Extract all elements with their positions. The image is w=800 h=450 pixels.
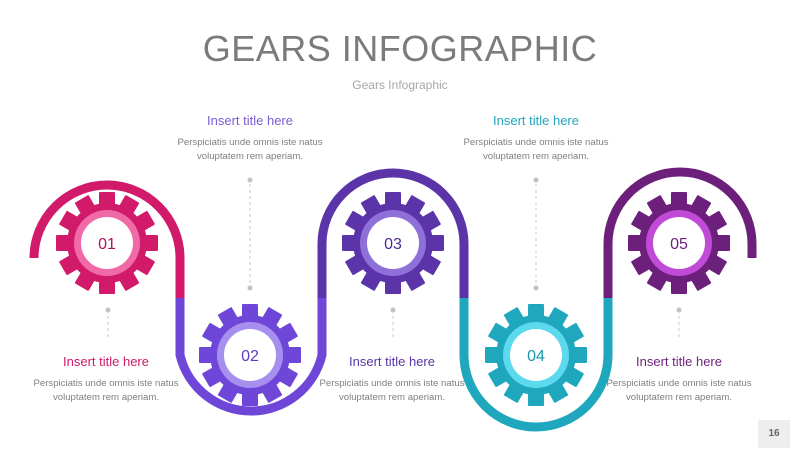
gear-icon: 02: [199, 304, 301, 406]
wave-segment-4: [459, 298, 613, 432]
slide-title: GEARS INFOGRAPHIC: [202, 28, 598, 69]
gear-icon: 05: [628, 192, 730, 294]
step-number: 05: [670, 236, 688, 253]
gear-icon: 03: [342, 192, 444, 294]
step-2-block: Insert title here Perspiciatis unde omni…: [175, 113, 325, 163]
step-text: Perspiciatis unde omnis iste natus volup…: [463, 137, 609, 162]
page-number: 16: [758, 420, 790, 448]
step-text: Perspiciatis unde omnis iste natus volup…: [177, 137, 323, 162]
wave-segment-1: [29, 180, 185, 298]
step-title: Insert title here: [349, 354, 435, 369]
gear-icon: 01: [56, 192, 158, 294]
step-text: Perspiciatis unde omnis iste natus volup…: [606, 378, 752, 403]
wave-segment-2: [175, 298, 327, 416]
wave-segment-3: [317, 168, 469, 298]
step-title: Insert title here: [207, 113, 293, 128]
step-number: 01: [98, 236, 116, 253]
step-number: 04: [527, 348, 545, 365]
step-title: Insert title here: [63, 354, 149, 369]
step-text: Perspiciatis unde omnis iste natus volup…: [319, 378, 465, 403]
step-text: Perspiciatis unde omnis iste natus volup…: [33, 378, 179, 403]
step-3-block: Insert title here Perspiciatis unde omni…: [317, 354, 467, 404]
step-1-block: Insert title here Perspiciatis unde omni…: [31, 354, 181, 404]
step-number: 03: [384, 236, 402, 253]
gear-icon: 04: [485, 304, 587, 406]
slide-subtitle: Gears Infographic: [352, 78, 448, 92]
step-5-block: Insert title here Perspiciatis unde omni…: [604, 354, 754, 404]
step-title: Insert title here: [636, 354, 722, 369]
step-4-block: Insert title here Perspiciatis unde omni…: [461, 113, 611, 163]
wave-segment-5: [603, 167, 757, 298]
step-number: 02: [241, 348, 259, 365]
step-title: Insert title here: [493, 113, 579, 128]
